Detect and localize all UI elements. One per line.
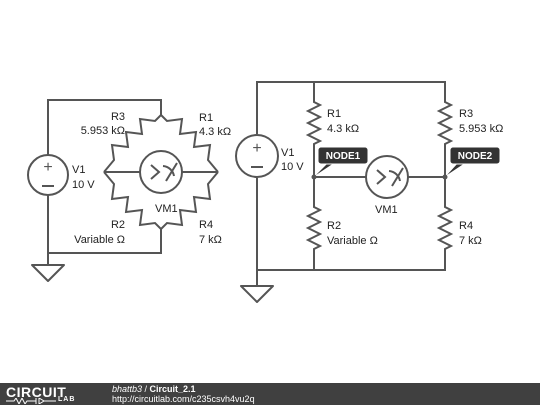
right-ground-icon: [240, 285, 274, 303]
circuitlab-logo-text: CIRCUIT: [6, 384, 67, 400]
left-r2-value: Variable Ω: [74, 234, 125, 246]
left-v1-name: V1: [72, 164, 85, 176]
left-vm1-name: VM1: [155, 203, 178, 215]
node2-text: NODE2: [458, 151, 493, 162]
node2-junction: [442, 174, 448, 180]
voltmeter-arrow-icon: [376, 169, 387, 185]
credit-separator: /: [142, 384, 150, 394]
node1-label: NODE1: [316, 146, 369, 175]
left-ground-icon: [31, 264, 65, 282]
circuit-name[interactable]: Circuit_2.1: [149, 384, 196, 394]
right-v1-value: 10 V: [281, 161, 304, 173]
right-r2-value: Variable Ω: [327, 235, 378, 247]
right-r1-name: R1: [327, 108, 341, 120]
left-r3-name: R3: [111, 111, 125, 123]
left-r4-name: R4: [199, 219, 213, 231]
author-name[interactable]: bhattb3: [112, 384, 143, 394]
left-top-wire: [47, 99, 162, 155]
node1-junction: [311, 174, 317, 180]
left-r3-value: 5.953 kΩ: [81, 125, 125, 137]
right-r2-name: R2: [327, 220, 341, 232]
right-r3-resistor: [436, 95, 454, 150]
voltmeter-arrow-icon: [150, 164, 161, 180]
right-bottom-wire: [256, 178, 446, 271]
left-r4-resistor: [160, 171, 219, 230]
right-circuit: + NODE1 NODE2 V1 10 V R1: [235, 81, 503, 303]
right-r4-name: R4: [459, 220, 473, 232]
right-r3-value: 5.953 kΩ: [459, 123, 503, 135]
node2-label: NODE2: [447, 146, 501, 175]
plus-sign-icon: +: [43, 159, 52, 176]
right-vm1-name: VM1: [375, 204, 398, 216]
circuitlab-logo-lab: LAB: [58, 396, 76, 403]
footer-bar: CIRCUIT LAB bhattb3 / Circuit_2.1 http:/…: [0, 383, 540, 405]
left-v1-value: 10 V: [72, 179, 95, 191]
left-r2-resistor: [103, 171, 162, 230]
logo-wire-icon: [6, 398, 56, 404]
right-v1-name: V1: [281, 147, 294, 159]
left-circuit: + V1 10 V R3 5.953 kΩ R1 4.3 kΩ R2 Varia…: [27, 99, 231, 282]
right-r4-resistor: [436, 200, 454, 255]
right-r1-resistor: [305, 95, 323, 150]
right-r2-resistor: [305, 200, 323, 255]
left-r4-value: 7 kΩ: [199, 234, 222, 246]
left-r1-value: 4.3 kΩ: [199, 126, 231, 138]
circuit-url-link[interactable]: http://circuitlab.com/c235csvh4vu2q: [112, 394, 255, 404]
right-r4-value: 7 kΩ: [459, 235, 482, 247]
circuit-credit: bhattb3 / Circuit_2.1: [112, 384, 196, 394]
left-r3-resistor: [103, 114, 162, 173]
left-r1-name: R1: [199, 112, 213, 124]
plus-sign-icon: +: [252, 140, 261, 157]
left-r2-name: R2: [111, 219, 125, 231]
left-vm1-meter: [139, 150, 183, 194]
right-top-wire: [256, 81, 446, 134]
right-vm1-meter: [365, 155, 409, 199]
right-v1-source: [235, 134, 279, 178]
right-r3-name: R3: [459, 108, 473, 120]
left-r1-resistor: [160, 114, 219, 173]
schematic-canvas: + V1 10 V R3 5.953 kΩ R1 4.3 kΩ R2 Varia…: [27, 81, 503, 303]
right-r1-value: 4.3 kΩ: [327, 123, 359, 135]
left-bottom-wire: [47, 195, 162, 254]
node1-text: NODE1: [326, 151, 361, 162]
left-v1-source: [27, 154, 69, 196]
